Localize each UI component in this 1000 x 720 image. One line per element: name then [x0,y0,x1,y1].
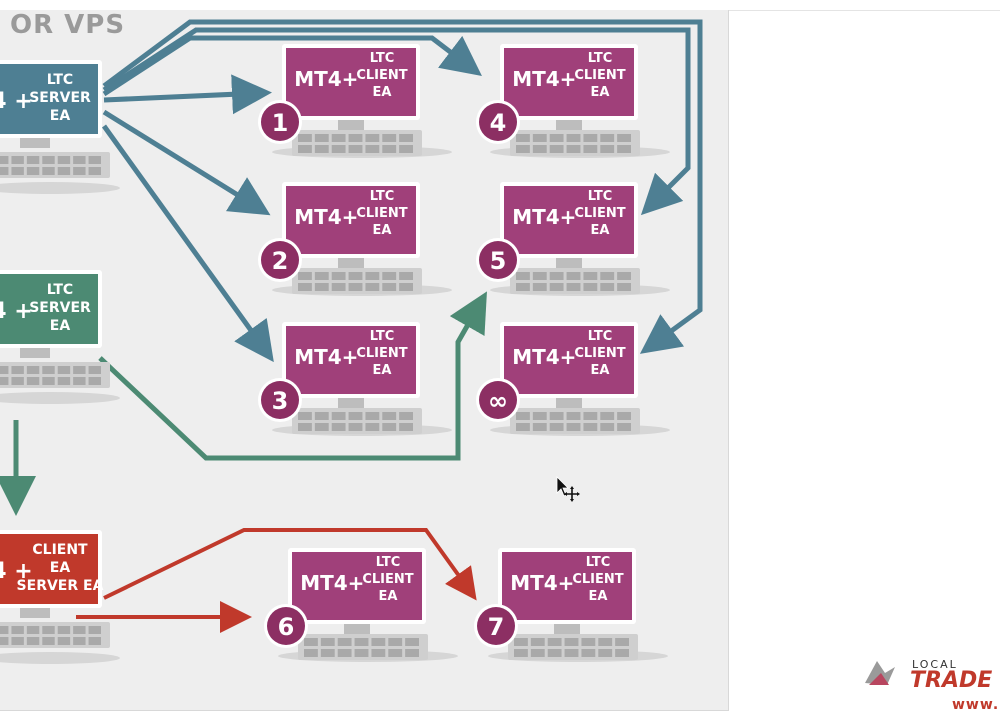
server-prefix: 4 + [0,89,33,114]
server-label-line: LTC [47,282,73,298]
client-number: ∞ [488,387,508,415]
server-monitor-2: 4 + LTC SERVER EA [0,270,120,404]
arrow-s1-to-3 [101,124,274,363]
client-label-line: CLIENT [356,206,407,221]
client-label-line: LTC [376,555,401,570]
client-monitor-4: MT4+ LTC CLIENT EA 4 [476,44,670,158]
client-mt4-label: MT4 [512,345,559,369]
client-plus-label: + [342,205,359,229]
server-label-line: CLIENT [32,542,88,558]
client-label-line: CLIENT [574,206,625,221]
client-label-line: LTC [586,555,611,570]
client-label-line: EA [591,85,610,100]
client-label-line: EA [591,223,610,238]
client-mt4-label: MT4 [294,67,341,91]
client-plus-label: + [342,345,359,369]
client-monitor-1: MT4+ LTC CLIENT EA 1 [258,44,452,158]
logo-trade-text: TRADE [910,668,993,693]
server-prefix: 4 + [0,559,33,584]
client-label-line: CLIENT [572,572,623,587]
client-mt4-label: MT4 [300,571,347,595]
client-number-badge [479,381,517,419]
client-number: 3 [272,387,289,415]
server-monitor-1: 4 + LTC SERVER EA [0,60,120,194]
arrow-s1-to-1 [103,74,272,115]
client-number-badge [261,241,299,279]
arrow-s3-to-7 [103,528,477,601]
server-label-line: EA [50,108,71,124]
client-label-line: EA [373,223,392,238]
client-monitor-2: MT4+ LTC CLIENT EA 2 [258,182,452,296]
server-label-line: SERVER [29,90,91,106]
client-number: 4 [490,109,507,137]
client-number-badge [261,381,299,419]
server-label-line: LTC [47,72,73,88]
logo-mark-icon [865,661,895,685]
client-label-line: LTC [370,189,395,204]
server-label-line: EA [50,560,71,576]
client-label-line: EA [591,363,610,378]
client-number: 5 [490,247,507,275]
client-plus-label: + [560,345,577,369]
arrow-s1-to-4 [102,35,482,97]
client-label-line: EA [373,85,392,100]
client-number: 6 [278,613,295,641]
client-mt4-label: MT4 [512,67,559,91]
server-label-line: SERVER [29,300,91,316]
client-label-line: CLIENT [362,572,413,587]
client-number-badge [261,103,299,141]
logo-www-text: www. [952,697,1000,713]
client-label-line: CLIENT [574,68,625,83]
server-prefix: 4 + [0,299,33,324]
client-label-line: EA [589,589,608,604]
client-label-line: LTC [588,329,613,344]
client-label-line: CLIENT [356,68,407,83]
server-monitor-3: 4 +CLIENT EA SERVER EA [0,530,120,664]
client-mt4-label: MT4 [512,205,559,229]
client-number-badge [267,607,305,645]
client-number-badge [479,103,517,141]
server-label-line: SERVER EA [17,578,104,594]
header-label: OR VPS [10,10,126,40]
client-monitor-6: MT4+ LTC CLIENT EA ∞ [476,322,670,436]
logo-local-text: LOCAL [912,658,958,671]
client-label-line: CLIENT [574,346,625,361]
client-number: 7 [488,613,505,641]
client-label-line: EA [379,589,398,604]
client-monitor-7: MT4+ LTC CLIENT EA 6 [264,548,458,662]
arrow-s1-to-5 [102,27,691,216]
client-label-line: LTC [588,51,613,66]
client-number-badge [477,607,515,645]
client-label-line: LTC [370,51,395,66]
server-label-line: EA [50,318,71,334]
client-label-line: LTC [370,329,395,344]
move-cursor-icon [556,476,580,502]
client-label-line: LTC [588,189,613,204]
client-label-line: EA [373,363,392,378]
client-monitor-3: MT4+ LTC CLIENT EA 3 [258,322,452,436]
client-plus-label: + [560,205,577,229]
client-label-line: CLIENT [356,346,407,361]
client-number-badge [479,241,517,279]
client-plus-label: + [342,67,359,91]
connection-arrows [0,19,703,633]
client-number: 2 [272,247,289,275]
client-number: 1 [272,109,289,137]
client-mt4-label: MT4 [510,571,557,595]
arrow-s1-to-inf [102,19,703,354]
client-monitor-8: MT4+ LTC CLIENT EA 7 [474,548,668,662]
arrow-s2-to-5 [98,291,487,461]
company-logo [855,655,1000,715]
client-mt4-label: MT4 [294,205,341,229]
client-mt4-label: MT4 [294,345,341,369]
client-plus-label: + [348,571,365,595]
arrow-s1-to-2 [102,109,271,216]
client-plus-label: + [560,67,577,91]
client-plus-label: + [558,571,575,595]
client-monitor-5: MT4+ LTC CLIENT EA 5 [476,182,670,296]
